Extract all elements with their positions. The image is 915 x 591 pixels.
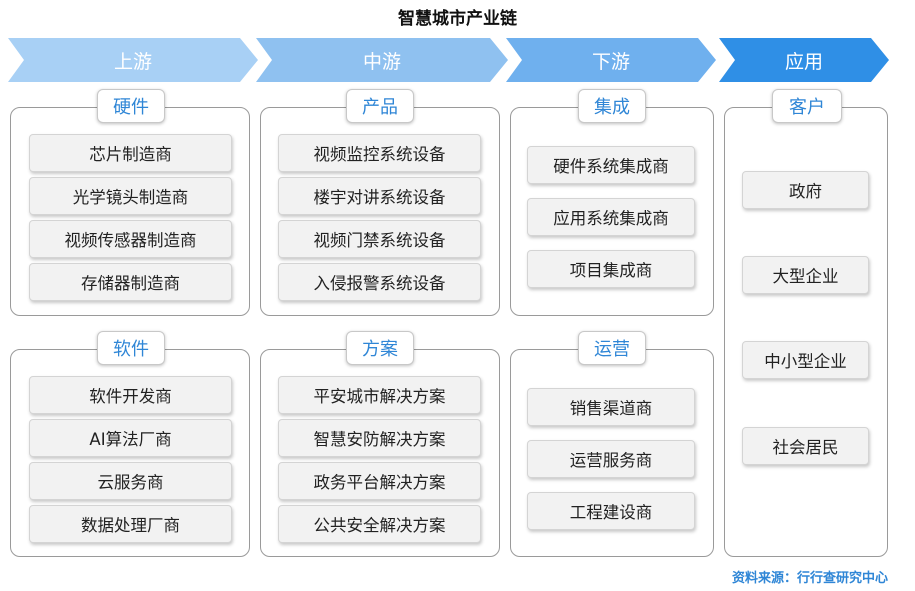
stage-label: 上游: [113, 50, 152, 73]
list-item: 社会居民: [742, 427, 869, 465]
stage-arrow-midstream: 中游: [256, 38, 508, 82]
list-item: 政务平台解决方案: [278, 462, 481, 500]
list-item: 入侵报警系统设备: [278, 263, 481, 301]
page-title: 智慧城市产业链: [398, 9, 517, 29]
list-item: 运营服务商: [527, 440, 695, 478]
list-item: 公共安全解决方案: [278, 505, 481, 543]
stage-arrow-application: 应用: [719, 38, 889, 82]
list-item: 中小型企业: [742, 341, 869, 379]
integration-group-label: 集成: [578, 89, 646, 123]
source-note: 资料来源：行行查研究中心: [731, 571, 888, 586]
list-item: 视频传感器制造商: [29, 220, 232, 258]
list-item: AI算法厂商: [29, 419, 232, 457]
stage-label: 中游: [362, 50, 401, 73]
list-item: 硬件系统集成商: [527, 146, 695, 184]
list-item: 芯片制造商: [29, 134, 232, 172]
list-item: 政府: [742, 171, 869, 209]
list-item: 视频门禁系统设备: [278, 220, 481, 258]
product-group-label: 产品: [346, 89, 414, 123]
arrow-shape: [506, 38, 716, 82]
stage-label: 下游: [591, 50, 630, 73]
list-item: 数据处理厂商: [29, 505, 232, 543]
list-item: 销售渠道商: [527, 388, 695, 426]
customer-group-label: 客户: [772, 89, 842, 123]
list-item: 存储器制造商: [29, 263, 232, 301]
list-item: 软件开发商: [29, 376, 232, 414]
list-item: 视频监控系统设备: [278, 134, 481, 172]
solution-group-label: 方案: [346, 331, 414, 365]
list-item: 平安城市解决方案: [278, 376, 481, 414]
stage-arrow-downstream: 下游: [506, 38, 716, 82]
hardware-group-label: 硬件: [97, 89, 165, 123]
list-item: 光学镜头制造商: [29, 177, 232, 215]
arrow-shape: [256, 38, 508, 82]
list-item: 大型企业: [742, 256, 869, 294]
list-item: 项目集成商: [527, 250, 695, 288]
arrow-shape: [719, 38, 889, 82]
stage-arrow-upstream: 上游: [8, 38, 258, 82]
list-item: 工程建设商: [527, 492, 695, 530]
software-group-label: 软件: [97, 331, 165, 365]
list-item: 智慧安防解决方案: [278, 419, 481, 457]
arrow-shape: [8, 38, 258, 82]
stage-label: 应用: [784, 50, 823, 73]
list-item: 应用系统集成商: [527, 198, 695, 236]
operation-group-label: 运营: [578, 331, 646, 365]
list-item: 楼宇对讲系统设备: [278, 177, 481, 215]
list-item: 云服务商: [29, 462, 232, 500]
